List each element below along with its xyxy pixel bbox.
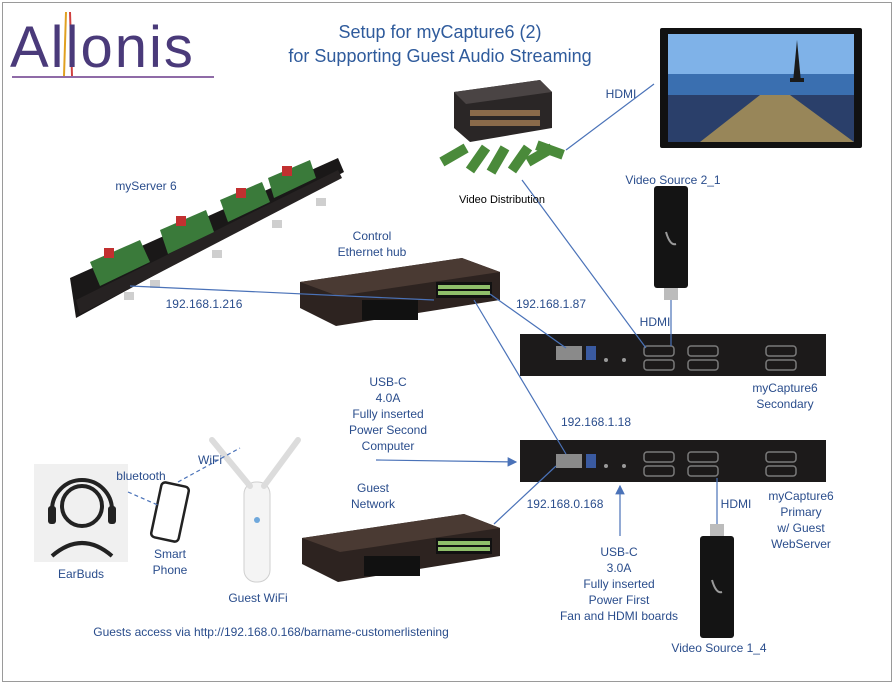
label-hdmi-mid: HDMI [639,315,671,329]
logo-stroke-red [69,11,73,77]
logo-stroke-orange [63,11,67,77]
title-line-2: for Supporting Guest Audio Streaming [288,46,592,66]
earbuds-icon [34,464,128,562]
mycapture6-secondary-unit [520,334,826,376]
mycapture6-primary-unit [520,440,826,482]
video-source-1-4-stick [700,524,734,638]
line-guesthub-primary [493,465,557,525]
line-hub-primary [473,299,567,455]
label-video-distribution: Video Distribution [458,194,545,206]
label-ip-guest: 192.168.0.168 [526,497,604,511]
label-guest-access-url: Guests access via http://192.168.0.168/b… [93,625,449,639]
guest-wifi-access-point [209,437,301,583]
allonis-logo: Allonis [10,15,195,80]
control-ethernet-hub [300,258,500,326]
label-ip-primary: 192.168.1.18 [560,415,632,429]
label-ip-secondary: 192.168.1.87 [515,297,587,311]
connection-lines [127,83,718,536]
line-wifi-dashed [177,447,241,483]
line-bluetooth-dashed [127,491,161,507]
myserver-rack [70,158,344,318]
label-control-hub: Control Ethernet hub [337,229,407,259]
label-capture-secondary: myCapture6 Secondary [752,381,818,411]
line-hub-secondary [489,293,567,349]
title-line-1: Setup for myCapture6 (2) [338,22,542,42]
label-usbc-first: USB-C 3.0A Fully inserted Power First Fa… [559,545,679,623]
label-wifi: WiFi [198,453,222,467]
label-capture-primary: myCapture6 Primary w/ Guest WebServer [768,489,834,551]
label-usbc-second: USB-C 4.0A Fully inserted Power Second C… [348,375,428,453]
line-usbc-second [375,457,518,467]
video-source-2-1-stick [654,186,688,300]
tv-monitor [660,28,862,148]
label-earbuds: EarBuds [57,567,105,581]
label-hdmi-bottom: HDMI [720,497,752,511]
label-bluetooth: bluetooth [116,469,166,483]
line-hdmi-tv [565,83,655,151]
label-myserver: myServer 6 [115,179,177,193]
label-video-source-2: Video Source 2_1 [625,173,721,187]
label-hdmi-top: HDMI [605,87,637,101]
smart-phone-icon [149,481,191,543]
label-guest-network: Guest Network [350,481,395,511]
line-server-hub [129,285,435,301]
label-ip-server: 192.168.1.216 [165,297,243,311]
line-distribution-secondary [521,179,647,349]
label-video-source-1: Video Source 1_4 [671,641,767,655]
label-smart-phone: Smart Phone [152,547,188,577]
guest-network-hub [302,514,500,582]
label-guest-wifi: Guest WiFi [228,591,288,605]
video-distribution-unit [439,80,565,175]
